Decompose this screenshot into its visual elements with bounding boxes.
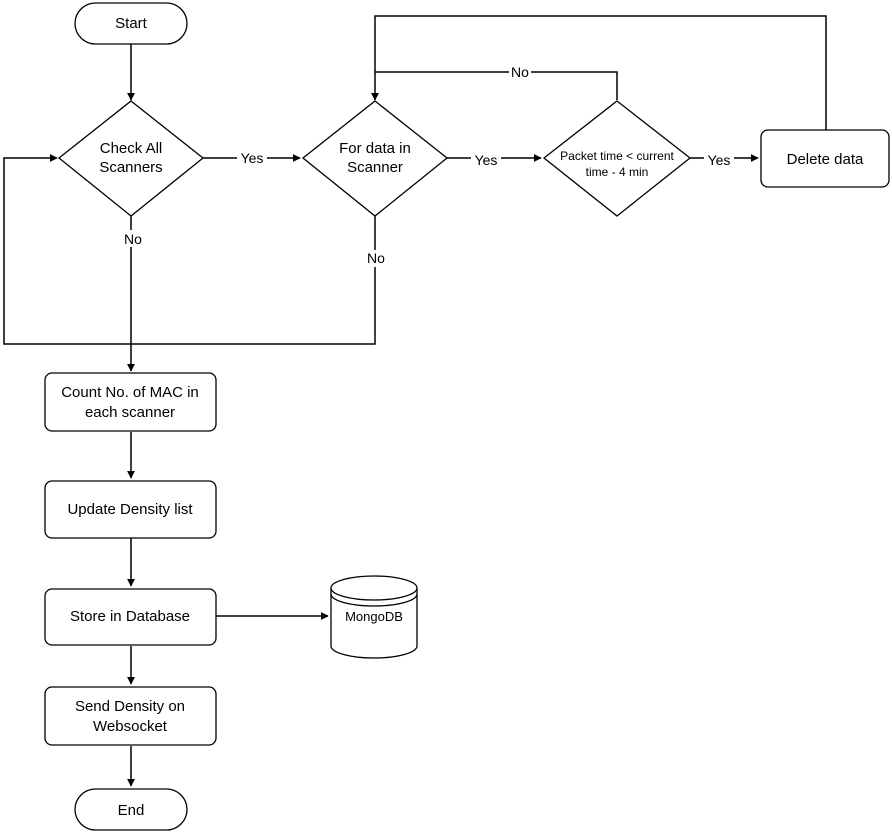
edge-label-check-no: No xyxy=(124,231,142,247)
node-mongodb-database-icon: MongoDB xyxy=(330,575,418,659)
node-packet-time-line2: time - 4 min xyxy=(586,165,649,179)
edge-label-for-data-no: No xyxy=(367,250,385,266)
node-check-all-scanners-line1: Check All xyxy=(100,140,163,157)
edge-label-check-yes: Yes xyxy=(241,150,264,166)
node-for-data-in-scanner: For data in Scanner xyxy=(301,100,449,217)
edge-label-packet-yes: Yes xyxy=(708,152,731,168)
node-end-label: End xyxy=(118,802,145,819)
node-send-density: Send Density on Websocket xyxy=(44,686,217,746)
node-delete-data: Delete data xyxy=(760,129,890,188)
node-for-data-line2: Scanner xyxy=(347,159,403,176)
node-count-mac-line1: Count No. of MAC in xyxy=(61,384,199,401)
node-send-density-line2: Websocket xyxy=(93,718,168,735)
edge-delete-loop-to-for-data xyxy=(371,15,827,130)
node-delete-data-label: Delete data xyxy=(787,151,864,168)
node-packet-time-line1: Packet time < current xyxy=(560,149,674,163)
node-update-density-label: Update Density list xyxy=(67,501,193,518)
node-mongodb-label: MongoDB xyxy=(345,609,403,624)
node-count-mac: Count No. of MAC in each scanner xyxy=(44,372,217,432)
edges xyxy=(3,15,827,787)
node-update-density: Update Density list xyxy=(44,480,217,539)
node-check-all-scanners-line2: Scanners xyxy=(99,159,162,176)
edge-for-data-no-loop-to-check xyxy=(3,154,376,345)
edge-label-for-data-yes: Yes xyxy=(475,152,498,168)
node-check-all-scanners: Check All Scanners xyxy=(57,100,205,217)
node-end: End xyxy=(74,788,188,831)
edge-packet-no-to-for-data xyxy=(375,71,618,100)
node-start: Start xyxy=(74,2,188,45)
node-store-database: Store in Database xyxy=(44,588,217,646)
node-count-mac-line2: each scanner xyxy=(85,404,175,421)
node-send-density-line1: Send Density on xyxy=(75,698,185,715)
node-store-database-label: Store in Database xyxy=(70,608,190,625)
node-start-label: Start xyxy=(115,15,148,32)
node-packet-time-check: Packet time < current time - 4 min xyxy=(542,100,692,217)
node-for-data-line1: For data in xyxy=(339,140,411,157)
edge-labels: Yes No Yes No Yes No xyxy=(121,64,734,267)
edge-label-packet-no: No xyxy=(511,64,529,80)
